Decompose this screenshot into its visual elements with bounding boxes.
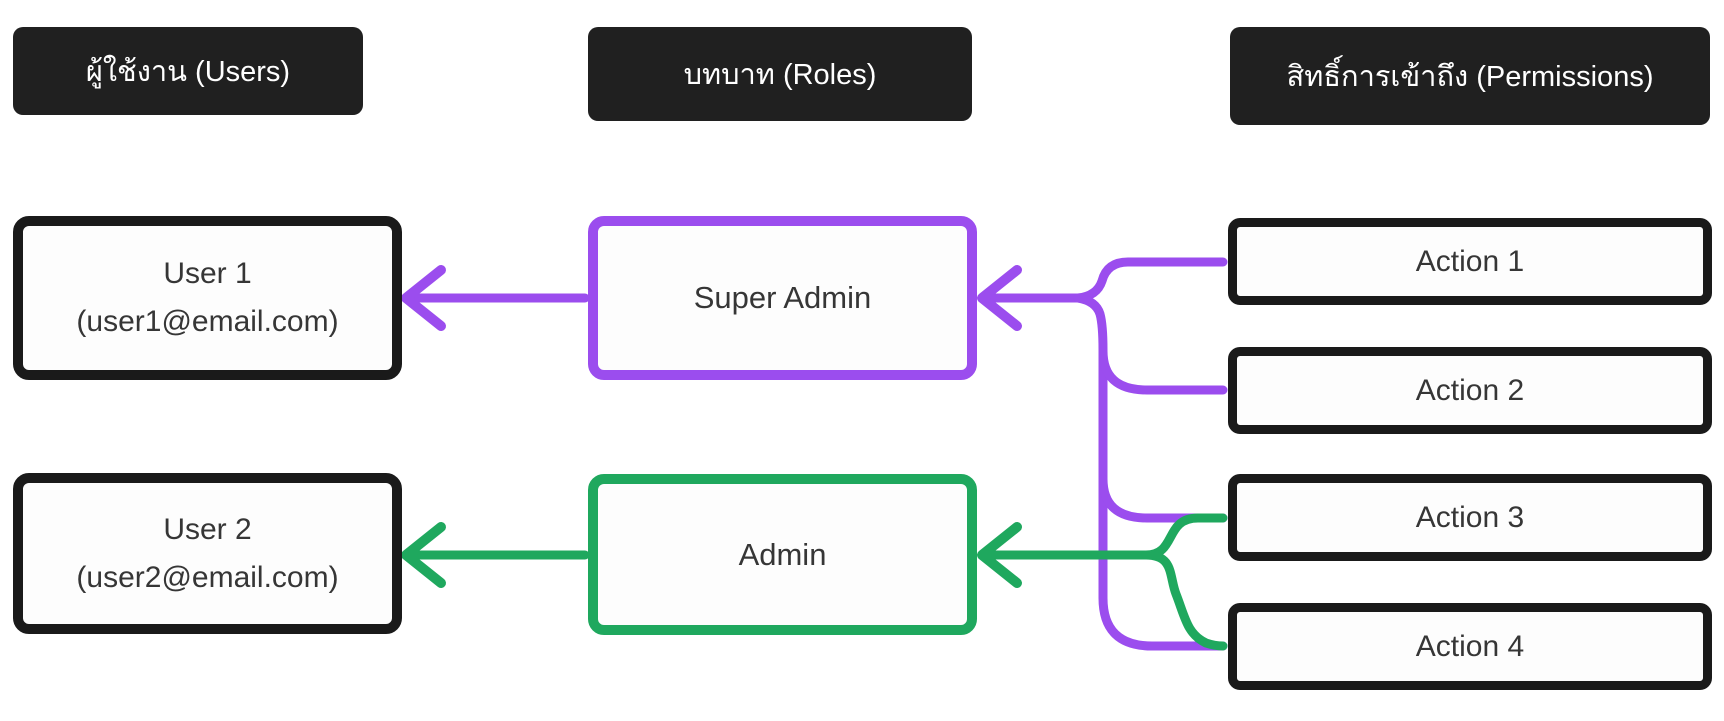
role-super-admin-label: Super Admin [693, 280, 872, 315]
user1-name: User 1 [163, 257, 252, 290]
column-header-users-label: ผู้ใช้งาน (Users) [85, 56, 291, 88]
column-header-permissions-label: สิทธิ์การเข้าถึง (Permissions) [1286, 61, 1654, 93]
edge-action1-branch [1073, 257, 1228, 303]
role-super-admin-node: Super Admin [588, 216, 977, 380]
permission-action4-node: Action 4 [1228, 603, 1712, 690]
permission-action2-node: Action 2 [1228, 347, 1712, 434]
user1-email: (user1@email.com) [76, 305, 339, 338]
user2-node: User 2 (user2@email.com) [13, 473, 402, 634]
permission-action4-label: Action 4 [1415, 629, 1525, 663]
permission-action3-label: Action 3 [1415, 500, 1525, 534]
column-header-roles: บทบาท (Roles) [588, 27, 972, 121]
permission-action1-node: Action 1 [1228, 218, 1712, 305]
edge-action3-branch [1098, 474, 1228, 523]
column-header-permissions: สิทธิ์การเข้าถึง (Permissions) [1230, 27, 1710, 125]
role-admin-node: Admin [588, 474, 977, 635]
edge-action4-to-admin [1141, 550, 1228, 651]
permission-action3-node: Action 3 [1228, 474, 1712, 561]
arrowhead-superadmin [977, 265, 1022, 331]
role-admin-label: Admin [738, 536, 827, 572]
edge-group-admin [401, 513, 1228, 651]
user1-node: User 1 (user1@email.com) [13, 216, 402, 380]
edge-trunk-to-action4 [1073, 293, 1228, 651]
edge-group-super-admin [401, 257, 1228, 651]
column-header-users: ผู้ใช้งาน (Users) [13, 27, 363, 115]
user2-email: (user2@email.com) [76, 560, 339, 594]
column-header-roles-label: บทบาท (Roles) [683, 59, 877, 91]
permission-action1-label: Action 1 [1415, 244, 1525, 278]
edge-action3-to-admin [1141, 513, 1228, 560]
user2-name: User 2 [163, 512, 252, 546]
edge-action2-branch [1098, 346, 1228, 395]
permission-action2-label: Action 2 [1415, 373, 1525, 407]
arrowhead-user1 [401, 265, 446, 331]
arrowhead-admin [977, 522, 1022, 588]
arrowhead-user2 [401, 522, 446, 588]
